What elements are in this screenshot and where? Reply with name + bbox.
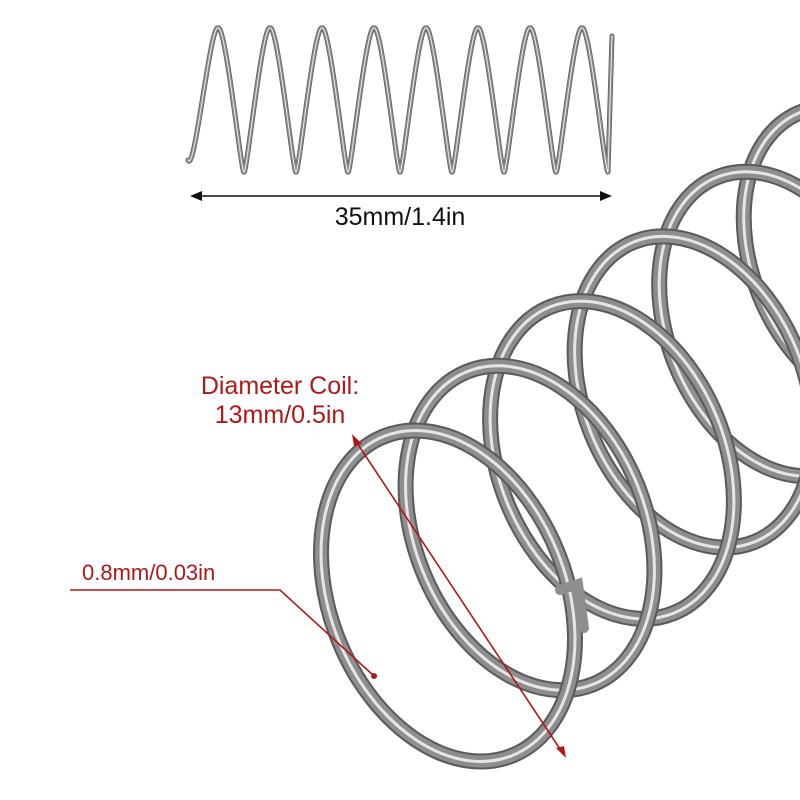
coil-diameter-title: Diameter Coil: [200, 372, 360, 400]
large-spring-coil-highlight [319, 429, 577, 763]
small-spring-wire [186, 26, 614, 174]
large-spring-wire-end [555, 577, 589, 633]
small-spring-image [185, 25, 615, 175]
coil-diameter-value: 13mm/0.5in [214, 400, 346, 429]
small-spring-wire-highlight [187, 27, 613, 173]
large-spring-coil-highlight [488, 299, 736, 621]
coil-diameter-arrow [352, 434, 566, 758]
large-spring-coil-highlight [404, 364, 656, 692]
large-spring-coil-highlight [657, 170, 800, 478]
wire-thickness-leader-line [70, 589, 377, 679]
coil-diameter-label: Diameter Coil: 13mm/0.5in [160, 372, 400, 430]
large-spring-image [313, 99, 800, 770]
small-spring-wire-shadow [185, 25, 615, 175]
large-spring-coil-highlight [573, 234, 800, 550]
length-dimension-arrow [190, 191, 612, 201]
spring-length-label: 35mm/1.4in [334, 203, 466, 231]
wire-thickness-label: 0.8mm/0.03in [82, 560, 216, 585]
